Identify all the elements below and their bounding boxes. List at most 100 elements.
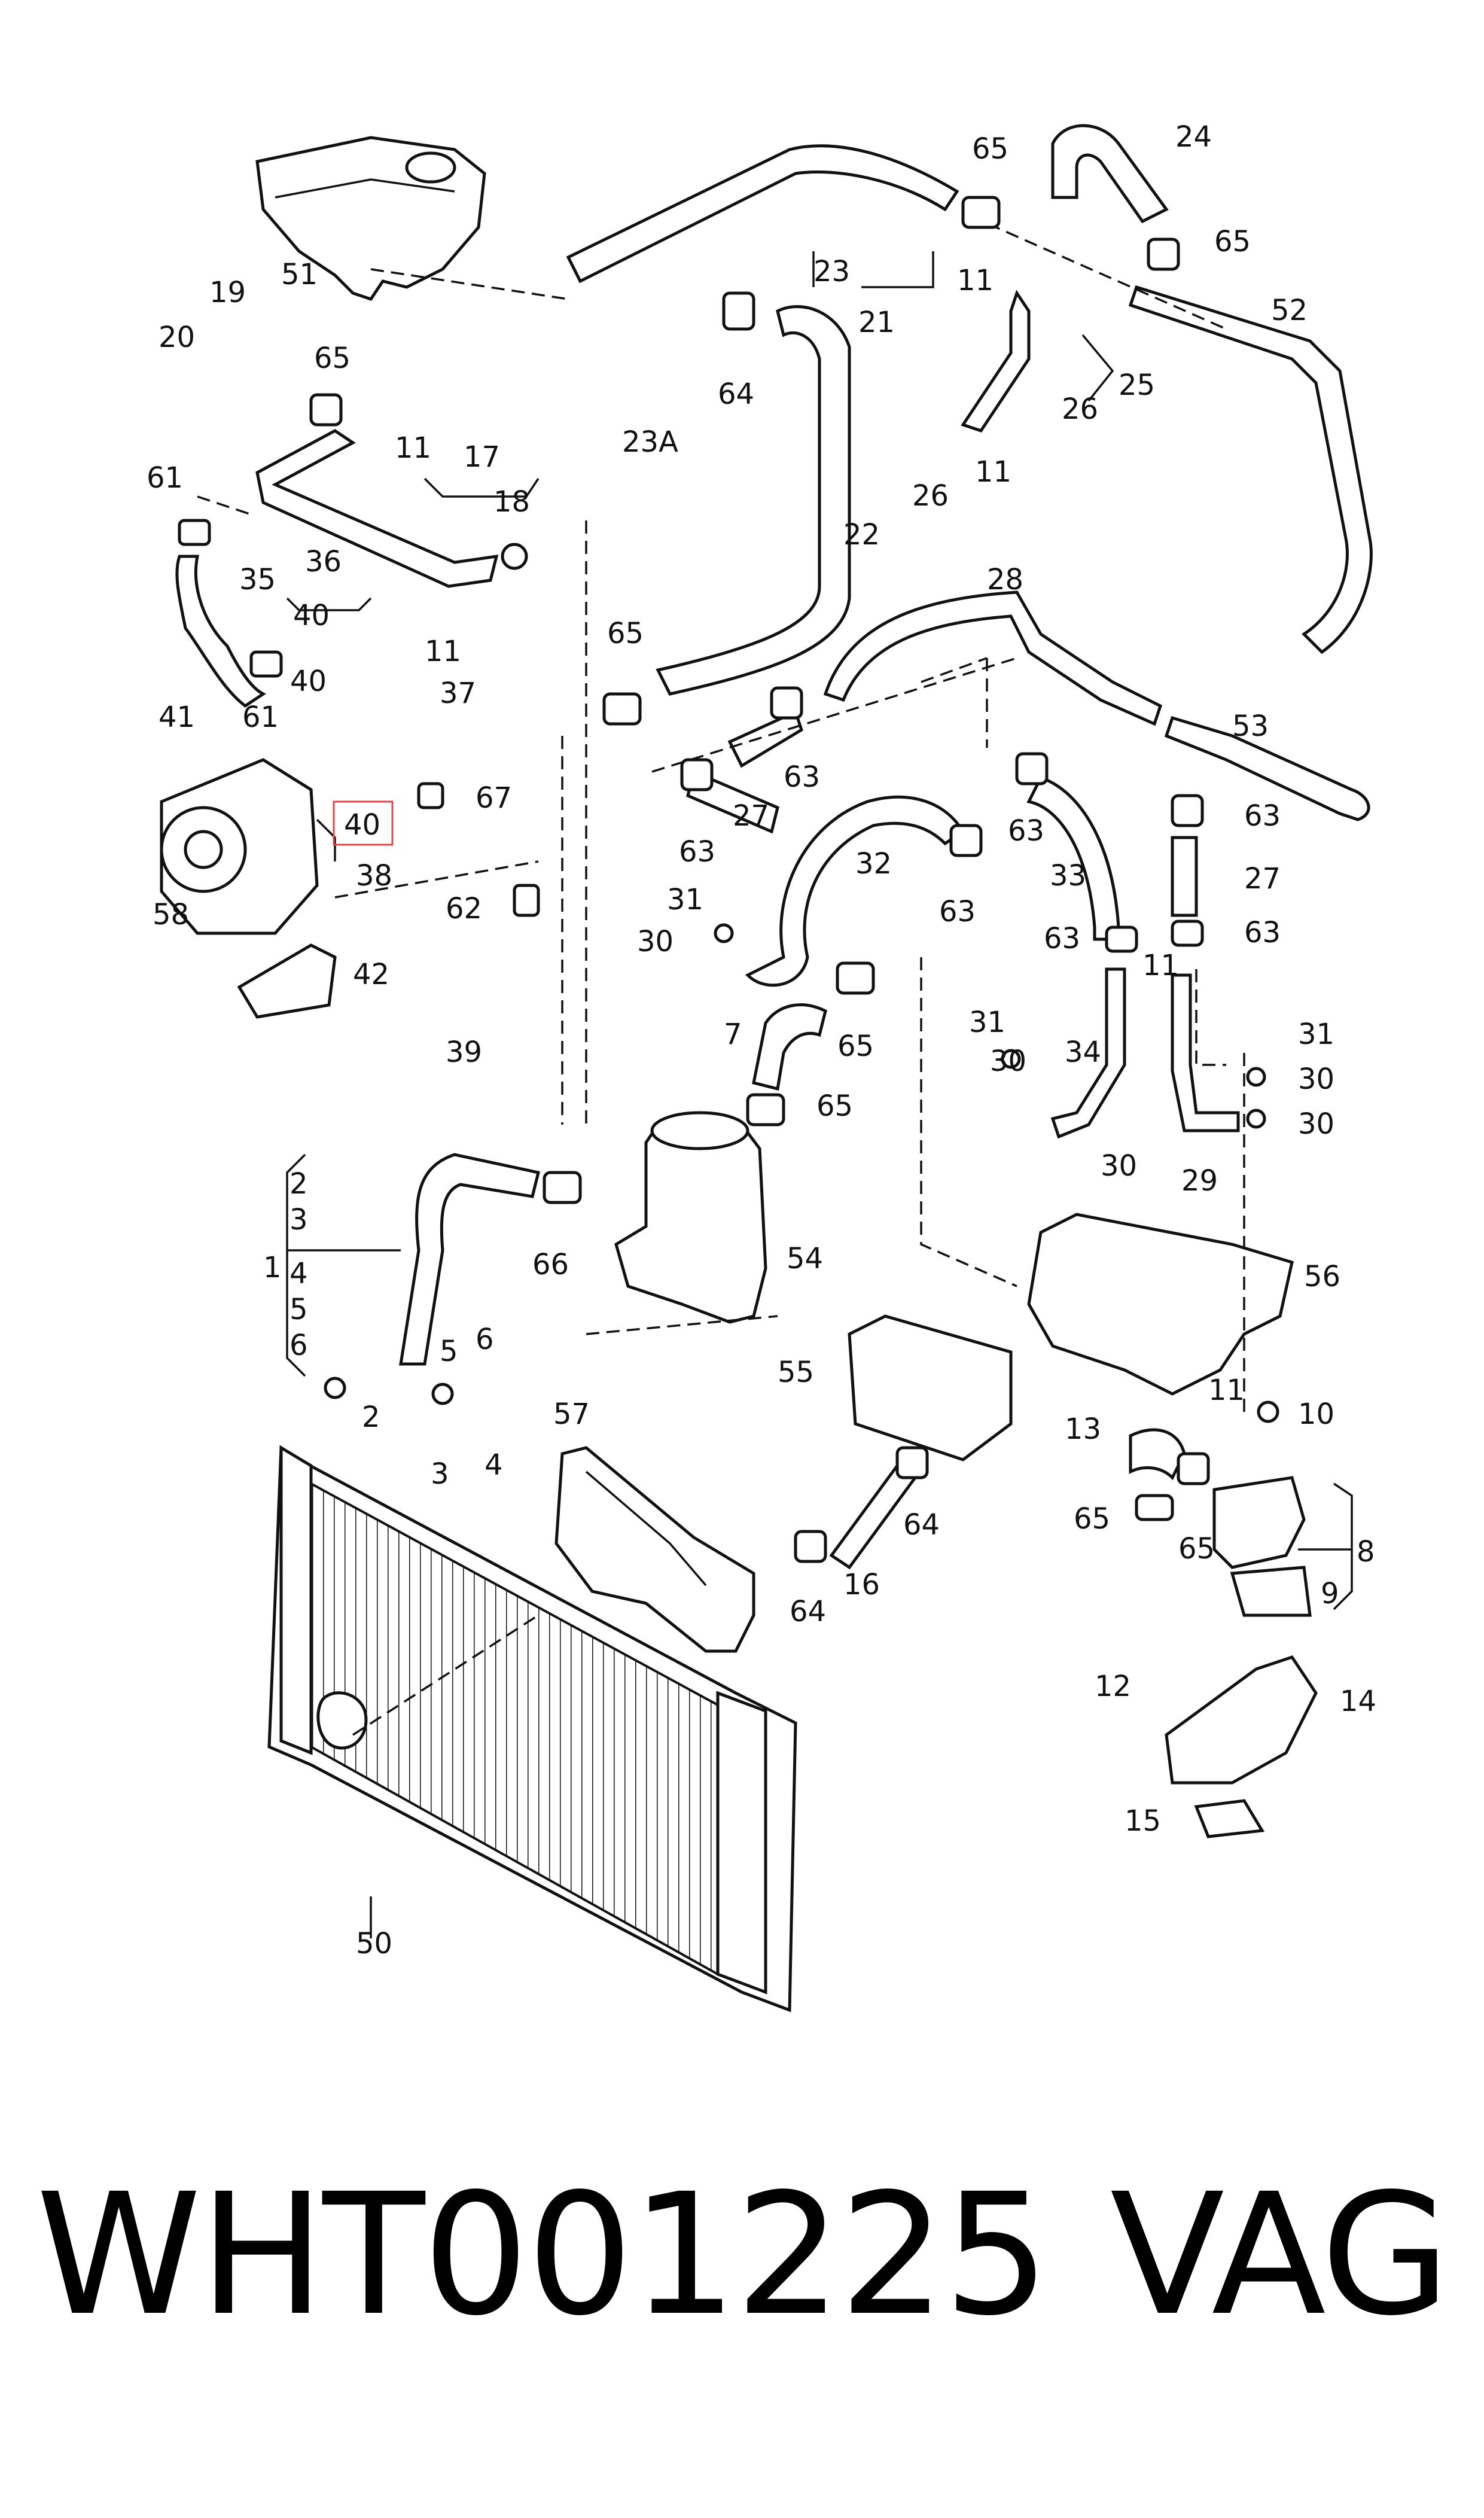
- label-40-highlighted: 40: [344, 808, 380, 842]
- label-11-top: 11: [957, 264, 994, 297]
- label-52: 52: [1271, 294, 1308, 327]
- label-17: 17: [464, 440, 500, 474]
- egr-cooler: [1027, 1213, 1294, 1396]
- label-30-bottom: 30: [1101, 1149, 1137, 1183]
- label-64-top: 64: [718, 377, 754, 411]
- label-63-a: 63: [784, 760, 820, 794]
- label-65-pipe: 65: [837, 1030, 874, 1063]
- label-3-detail: 3: [431, 1457, 449, 1491]
- label-29: 29: [1181, 1164, 1218, 1198]
- label-7: 7: [724, 1018, 742, 1051]
- label-55: 55: [778, 1356, 814, 1389]
- fittings: [178, 196, 1279, 1563]
- expansion-tank: [255, 136, 486, 301]
- label-65-tank: 65: [314, 342, 351, 375]
- highlight-box: [333, 800, 394, 846]
- radiator: [267, 1445, 797, 2012]
- label-63-g: 63: [1244, 916, 1281, 949]
- label-32: 32: [855, 847, 892, 881]
- label-63-e: 63: [1244, 799, 1281, 833]
- oil-filter-housing: [614, 1111, 767, 1324]
- callout-labels: 1 2 3 4 5 6 2 3 4 5 6 7 8 9 10 11 11 11 …: [147, 120, 1376, 1960]
- label-65-thermo-right: 65: [1178, 1532, 1215, 1566]
- label-39: 39: [446, 1036, 482, 1069]
- brand-name: VAG: [1110, 2158, 1451, 2353]
- label-38: 38: [356, 859, 392, 893]
- label-6: 6: [290, 1329, 308, 1362]
- label-11-pipe: 11: [1142, 949, 1179, 982]
- label-4-detail: 4: [484, 1448, 503, 1482]
- label-8: 8: [1357, 1535, 1375, 1569]
- label-30-center: 30: [990, 1045, 1026, 1078]
- coolant-pump-bracket: [237, 943, 337, 1019]
- alternator: [160, 758, 319, 935]
- dashed-leaders: [197, 214, 1245, 1736]
- oil-cooler: [848, 1314, 1013, 1462]
- label-19: 19: [209, 276, 246, 309]
- label-30-right-2: 30: [1298, 1107, 1334, 1141]
- coolant-flange: [1165, 1655, 1318, 1838]
- label-30-right-1: 30: [1298, 1062, 1334, 1096]
- label-36: 36: [305, 545, 342, 578]
- label-65-filter: 65: [816, 1089, 853, 1123]
- label-57: 57: [553, 1397, 590, 1431]
- label-1: 1: [263, 1251, 282, 1284]
- label-54: 54: [787, 1242, 823, 1275]
- label-3: 3: [290, 1203, 308, 1237]
- label-27-left: 27: [733, 799, 769, 833]
- label-6-detail: 6: [476, 1323, 494, 1356]
- label-15: 15: [1125, 1804, 1161, 1838]
- label-23: 23: [813, 255, 850, 288]
- label-34: 34: [1065, 1036, 1101, 1069]
- label-53: 53: [1232, 710, 1269, 743]
- label-67: 67: [476, 781, 512, 815]
- label-26-right: 26: [1062, 392, 1098, 426]
- label-40-mid: 40: [290, 665, 327, 698]
- label-63-c: 63: [939, 895, 976, 928]
- label-63-d: 63: [1008, 814, 1044, 848]
- label-14: 14: [1340, 1685, 1376, 1718]
- label-62: 62: [446, 892, 482, 925]
- label-2: 2: [290, 1167, 308, 1201]
- label-16: 16: [843, 1568, 880, 1601]
- label-24: 24: [1175, 120, 1212, 154]
- label-41: 41: [159, 701, 195, 734]
- label-26-left: 26: [912, 479, 949, 513]
- label-11-valve: 11: [975, 455, 1011, 489]
- label-61-left: 61: [147, 461, 183, 495]
- label-65-thermo-left: 65: [1074, 1502, 1110, 1536]
- label-9: 9: [1321, 1577, 1339, 1610]
- thermostat-housing: [1212, 1476, 1312, 1617]
- label-31-center: 31: [969, 1006, 1005, 1039]
- hoses: [175, 124, 1198, 1570]
- label-28: 28: [987, 563, 1023, 596]
- label-63-f: 63: [1044, 922, 1080, 955]
- label-35: 35: [239, 563, 276, 596]
- label-21: 21: [858, 306, 895, 339]
- label-33: 33: [1050, 859, 1086, 893]
- label-23a: 23A: [622, 425, 678, 459]
- label-64-cooler: 64: [903, 1508, 940, 1542]
- tubes: [255, 285, 1373, 1139]
- label-5-detail: 5: [440, 1335, 458, 1368]
- label-31-left: 31: [667, 883, 703, 917]
- label-5: 5: [290, 1293, 308, 1326]
- label-58: 58: [153, 898, 189, 931]
- label-18: 18: [493, 485, 530, 519]
- brackets: [286, 251, 1353, 1610]
- label-66: 66: [532, 1248, 569, 1281]
- label-12: 12: [1095, 1670, 1131, 1703]
- label-10: 10: [1298, 1397, 1334, 1431]
- label-13: 13: [1065, 1412, 1101, 1446]
- label-37: 37: [440, 677, 476, 710]
- part-number: WHT001225: [36, 2158, 1050, 2353]
- label-4: 4: [290, 1257, 308, 1290]
- water-pump-housing: [554, 1446, 755, 1653]
- label-61-hose: 61: [242, 701, 279, 734]
- label-50: 50: [356, 1927, 392, 1960]
- label-51: 51: [281, 258, 318, 291]
- label-25: 25: [1119, 369, 1155, 402]
- label-65-top: 65: [972, 132, 1008, 166]
- label-11-tank: 11: [395, 431, 431, 465]
- cooling-system-exploded-diagram: 1 2 3 4 5 6 2 3 4 5 6 7 8 9 10 11 11 11 …: [147, 120, 1376, 2012]
